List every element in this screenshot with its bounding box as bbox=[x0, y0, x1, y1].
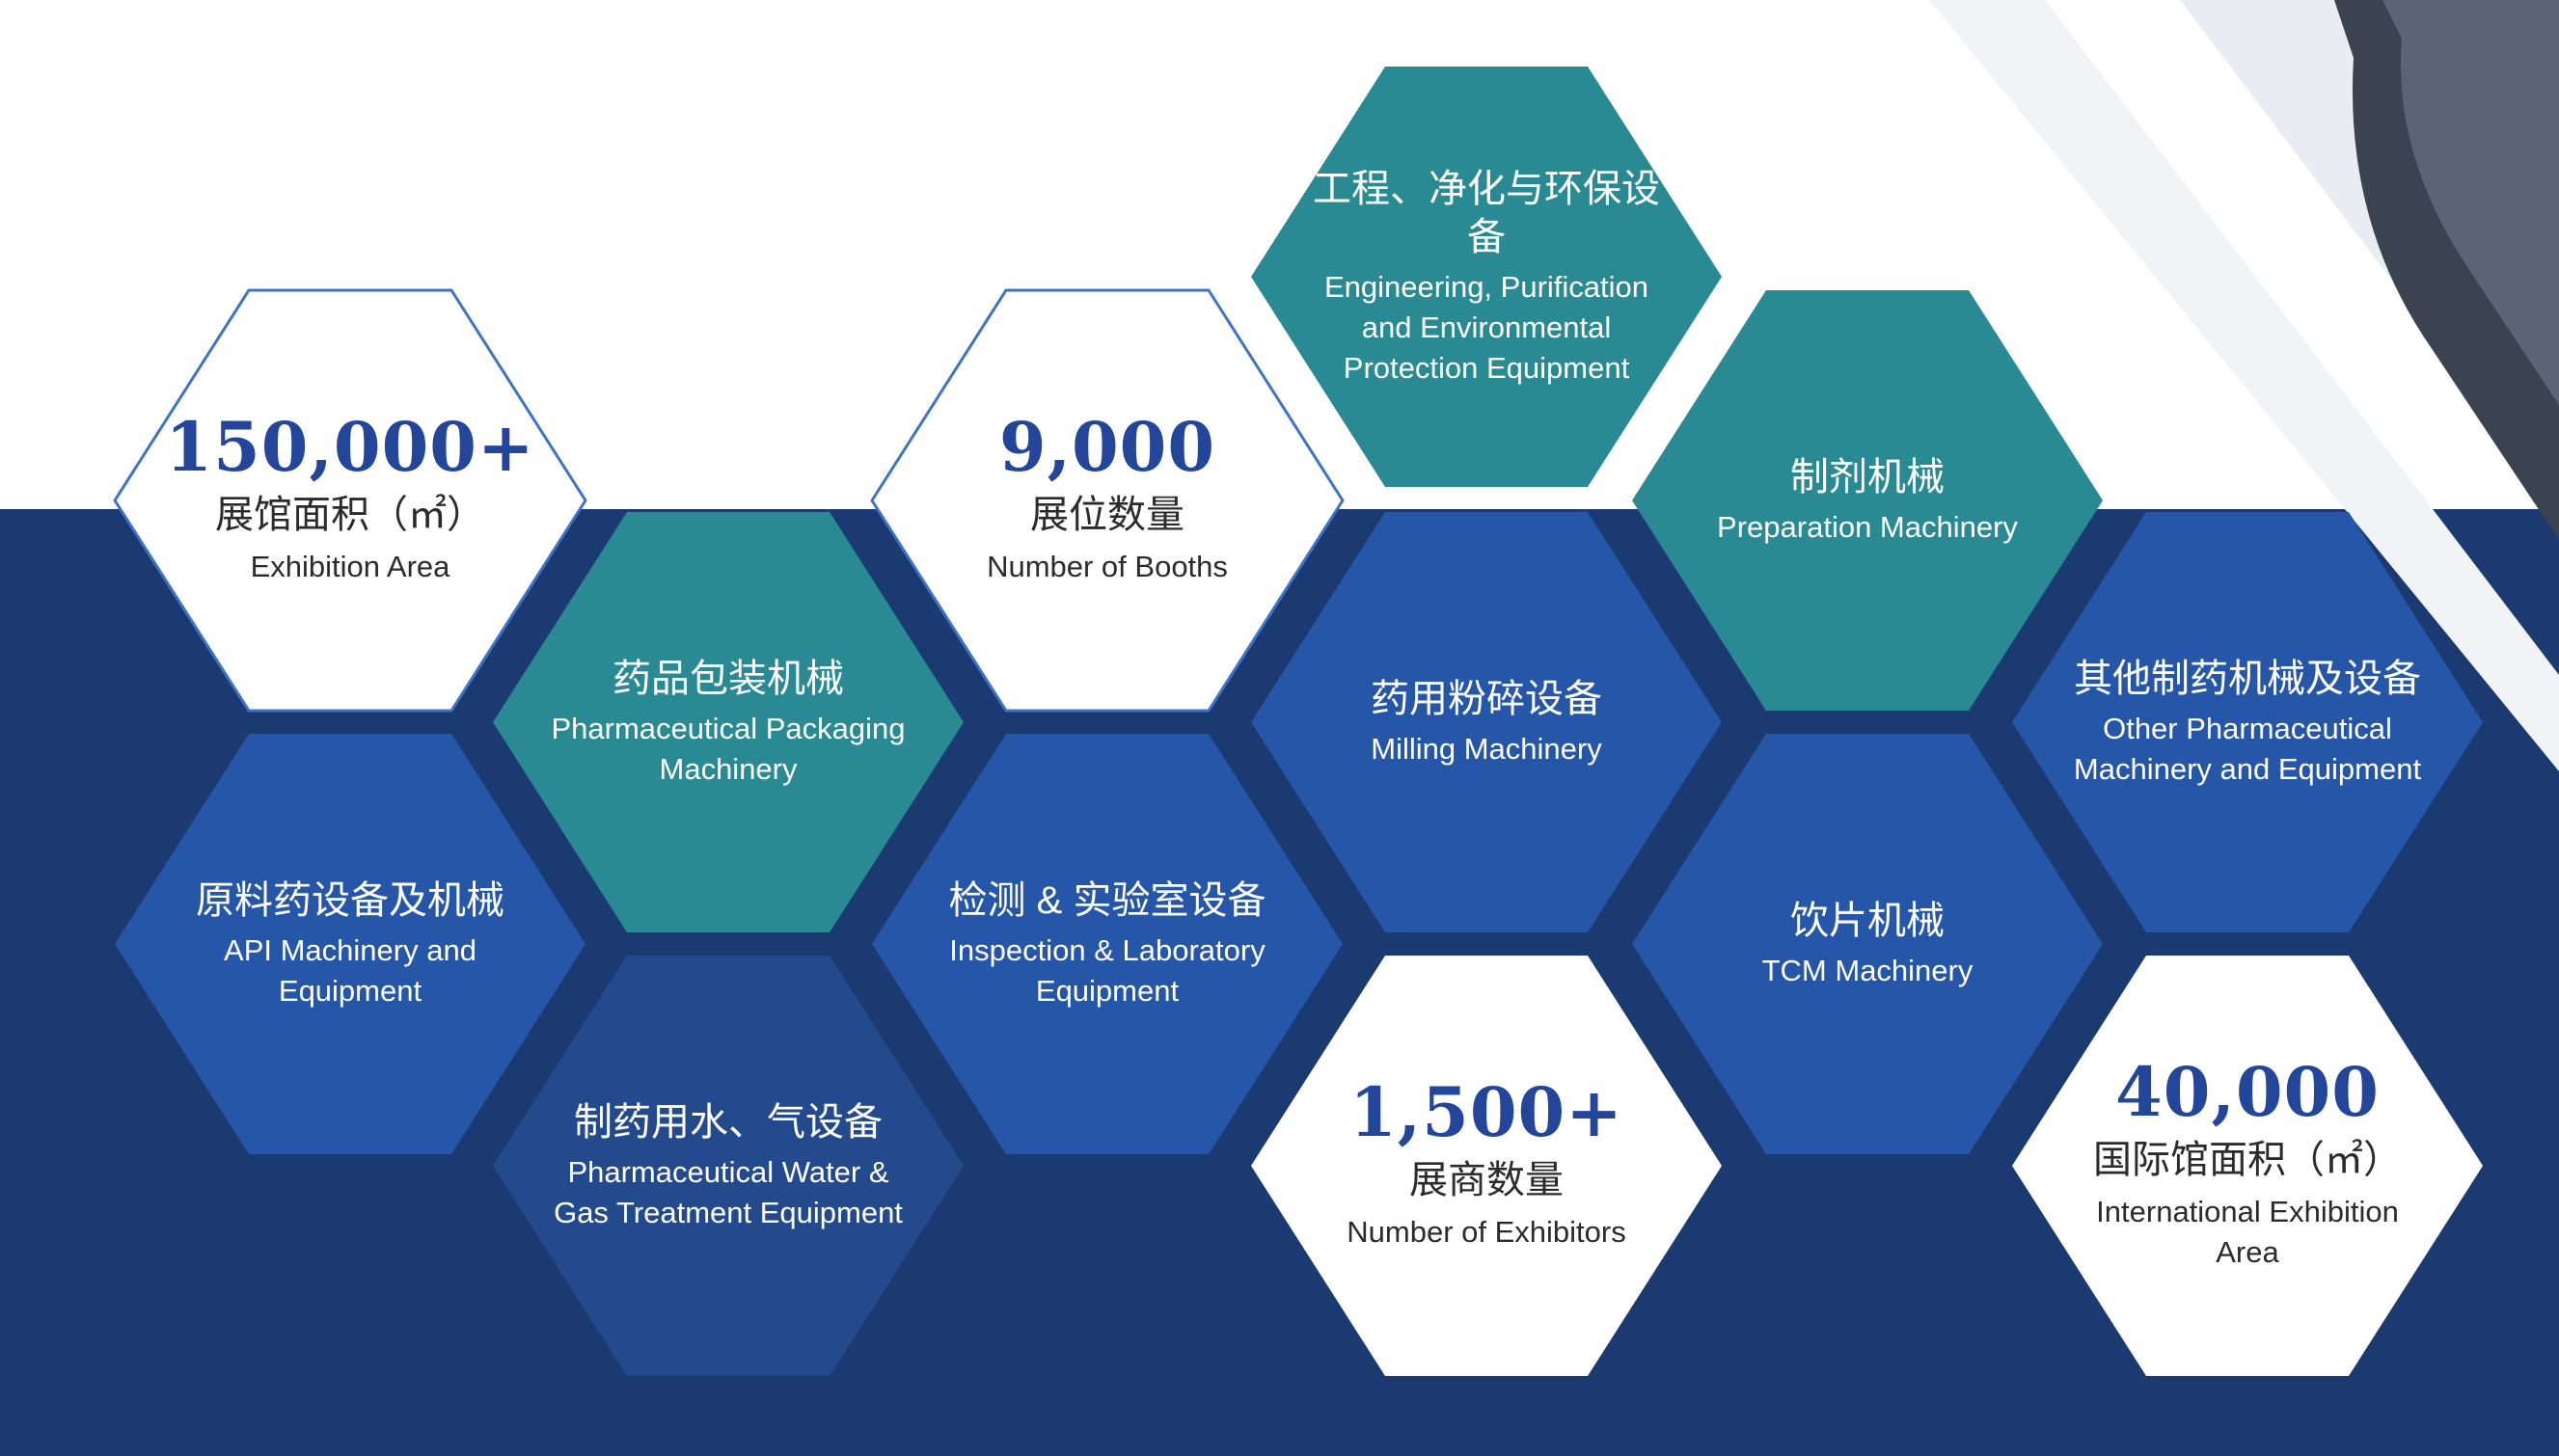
hexagon-shape bbox=[115, 734, 585, 1154]
category-tcm[interactable]: 饮片机械 TCM Machinery bbox=[1631, 733, 2104, 1155]
hexagon-shape bbox=[113, 288, 587, 713]
category-label-zh: 制药用水、气设备 bbox=[574, 1101, 883, 1144]
category-engineering[interactable]: 工程、净化与环保设备 Engineering, Purification and… bbox=[1250, 66, 1723, 488]
category-label-en: Pharmaceutical Packaging Machinery bbox=[551, 712, 906, 786]
category-label-en: API Machinery and Equipment bbox=[224, 933, 476, 1008]
stat-label-zh: 国际馆面积（㎡） bbox=[2093, 1139, 2402, 1181]
stat-label-en: International Exhibition Area bbox=[2096, 1195, 2399, 1269]
stat-label-en: Number of Exhibitors bbox=[1347, 1215, 1626, 1249]
category-label-en: TCM Machinery bbox=[1761, 954, 1974, 987]
hexagon-shape bbox=[1251, 67, 1722, 487]
stat-international-area: 40,000 国际馆面积（㎡） International Exhibition… bbox=[2011, 955, 2484, 1377]
category-packaging[interactable]: 药品包装机械 Pharmaceutical Packaging Machiner… bbox=[492, 511, 965, 933]
category-api[interactable]: 原料药设备及机械 API Machinery and Equipment bbox=[114, 733, 586, 1155]
hexagon-shape bbox=[493, 956, 964, 1376]
category-label-zh: 药品包装机械 bbox=[613, 658, 844, 700]
category-label-zh: 原料药设备及机械 bbox=[196, 879, 504, 922]
category-water[interactable]: 制药用水、气设备 Pharmaceutical Water & Gas Trea… bbox=[492, 955, 965, 1377]
hexagon-shape bbox=[1251, 956, 1722, 1376]
hexagon-shape bbox=[493, 512, 964, 932]
category-other[interactable]: 其他制药机械及设备 Other Pharmaceutical Machinery… bbox=[2011, 511, 2484, 933]
category-label-zh: 其他制药机械及设备 bbox=[2074, 658, 2421, 700]
category-label-en: Other Pharmaceutical Machinery and Equip… bbox=[2073, 712, 2422, 786]
category-label-zh: 制剂机械 bbox=[1790, 456, 1945, 499]
stat-label-zh: 展馆面积（㎡） bbox=[215, 494, 485, 536]
stat-label-en: Exhibition Area bbox=[250, 550, 450, 583]
category-inspection[interactable]: 检测 & 实验室设备 Inspection & Laboratory Equip… bbox=[871, 733, 1344, 1155]
category-label-en: Engineering, Purification and Environmen… bbox=[1323, 270, 1649, 385]
category-label-en: Inspection & Laboratory Equipment bbox=[949, 933, 1266, 1008]
category-label-zh: 药用粉碎设备 bbox=[1371, 678, 1602, 720]
category-label-zh: 工程、净化与环保设备 bbox=[1313, 168, 1660, 258]
hexagon-shape bbox=[2012, 512, 2483, 932]
stat-number: 1,500+ bbox=[1349, 1072, 1623, 1152]
stat-number: 150,000+ bbox=[165, 407, 535, 487]
stat-number: 40,000 bbox=[2115, 1052, 2380, 1132]
hexagon-shape bbox=[1632, 734, 2103, 1154]
category-milling[interactable]: 药用粉碎设备 Milling Machinery bbox=[1250, 511, 1723, 933]
category-label-en: Pharmaceutical Water & Gas Treatment Equ… bbox=[554, 1155, 903, 1229]
stat-exhibition-area: 150,000+ 展馆面积（㎡） Exhibition Area bbox=[113, 288, 587, 713]
category-label-en: Preparation Machinery bbox=[1717, 510, 2018, 544]
stat-booths: 9,000 展位数量 Number of Booths bbox=[870, 288, 1345, 713]
hexagon-shape bbox=[2012, 956, 2483, 1376]
hexagon-shape bbox=[1632, 290, 2103, 711]
category-preparation[interactable]: 制剂机械 Preparation Machinery bbox=[1631, 289, 2104, 712]
hexagon-shape bbox=[1251, 512, 1722, 932]
hexagon-shape bbox=[870, 288, 1345, 713]
category-label-zh: 检测 & 实验室设备 bbox=[948, 879, 1266, 922]
category-label-en: Milling Machinery bbox=[1371, 732, 1602, 766]
category-label-zh: 饮片机械 bbox=[1790, 900, 1945, 942]
stat-label-zh: 展商数量 bbox=[1409, 1159, 1564, 1201]
hexagon-shape bbox=[872, 734, 1343, 1154]
stat-exhibitors: 1,500+ 展商数量 Number of Exhibitors bbox=[1250, 955, 1723, 1377]
stat-label-en: Number of Booths bbox=[987, 550, 1228, 583]
stat-label-zh: 展位数量 bbox=[1030, 494, 1184, 536]
stat-number: 9,000 bbox=[998, 407, 1216, 487]
